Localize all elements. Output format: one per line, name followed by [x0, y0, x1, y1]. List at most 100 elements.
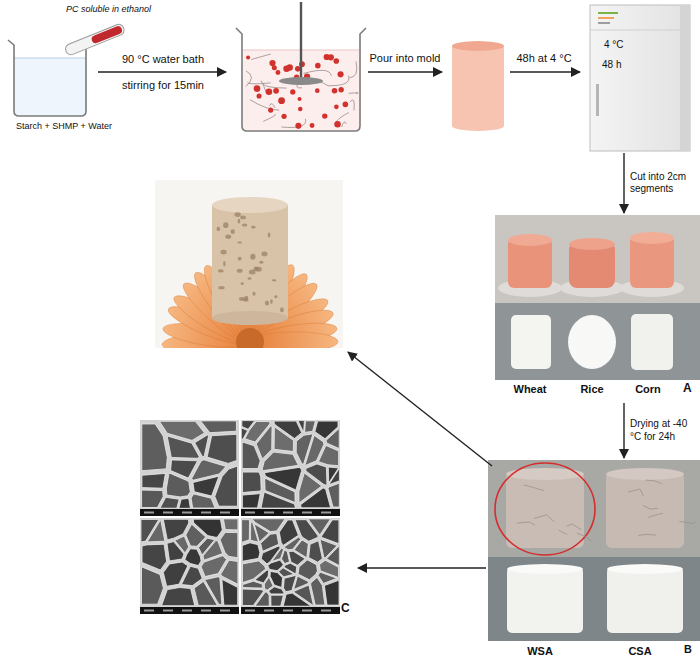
illustration-part: [452, 41, 504, 51]
starch-fiber: [263, 84, 287, 88]
illustration-part: [488, 460, 700, 557]
text-slot: WSA: [510, 645, 570, 658]
photo-panel-b: [488, 460, 700, 664]
pc-droplet: [343, 102, 349, 108]
illustration-part: [242, 543, 260, 562]
pc-droplet: [315, 63, 321, 69]
text-slot: Rice: [562, 383, 622, 396]
starch-fiber: [261, 81, 266, 93]
illustration-part: [218, 269, 224, 272]
illustration-part: [241, 509, 340, 516]
text-slot: B: [684, 643, 698, 656]
illustration-part: [231, 229, 235, 234]
pc-droplet: [290, 89, 295, 94]
illustration-part: [245, 512, 255, 514]
illustration-part: [279, 77, 323, 85]
text-slot: CSA: [610, 645, 670, 658]
illustration-part: [201, 421, 237, 433]
pc-droplet: [278, 97, 285, 104]
illustration-part: [185, 549, 201, 566]
illustration-part: [207, 434, 237, 463]
illustration-part: [452, 46, 504, 126]
text-slot: PC soluble in ethanol: [66, 4, 166, 15]
illustration-part: [193, 519, 222, 537]
illustration-part: [182, 610, 192, 612]
illustration-part: [534, 515, 554, 522]
node-text: PC soluble in ethanol: [66, 4, 166, 15]
illustration-part: [270, 299, 273, 304]
starch-fiber: [263, 114, 275, 121]
illustration-part: [234, 212, 240, 217]
illustration-part: [194, 581, 217, 605]
pc-droplet: [322, 113, 327, 118]
illustration-part: [255, 570, 269, 583]
process-arrow: [623, 153, 624, 213]
illustration-part: [301, 488, 331, 508]
illustration-part: [495, 303, 700, 380]
illustration-part: [680, 5, 690, 151]
aerogel-cracks: [517, 480, 696, 541]
refrigerator: [590, 5, 690, 151]
illustration-part: [181, 566, 202, 585]
illustration-part: [241, 282, 244, 285]
pc-droplet: [334, 105, 339, 110]
illustration-part: [140, 607, 239, 614]
illustration-part: [302, 610, 312, 612]
illustration-part: [142, 490, 164, 507]
illustration-part: [163, 512, 173, 514]
illustration-part: [577, 533, 591, 541]
pc-droplet: [332, 88, 338, 94]
illustration-part: [140, 420, 239, 516]
panel-letter: B: [684, 643, 698, 656]
illustration-part: [142, 424, 168, 471]
illustration-part: [250, 254, 255, 260]
text-slot: Wheat: [500, 383, 560, 396]
illustration-part: [212, 205, 288, 318]
illustration-part: [321, 512, 331, 514]
starch-fiber: [246, 71, 251, 86]
text-slot: 48 h: [602, 59, 652, 71]
node-text: CSA: [610, 645, 670, 658]
starch-fiber: [350, 61, 357, 77]
illustration-part: [559, 530, 568, 534]
illustration-part: [242, 494, 260, 508]
illustration-part: [302, 512, 312, 514]
illustration-part: [242, 223, 248, 226]
illustration-part: [162, 588, 195, 606]
starch-fiber: [247, 82, 270, 84]
illustration-part: [328, 467, 338, 483]
illustration-part: [264, 512, 274, 514]
illustration-part: [265, 300, 269, 305]
label-slot: Pour into mold: [364, 52, 446, 65]
illustration-part: [648, 513, 663, 517]
node-text: WSA: [510, 645, 570, 658]
photo-panel-a: [495, 215, 700, 401]
photo-panel: WheatRiceCornA: [495, 215, 700, 401]
illustration-part: [242, 442, 260, 468]
pc-droplet: [246, 55, 250, 59]
step-label: Cut into 2cm segments: [630, 171, 696, 196]
pc-droplet: [281, 114, 286, 119]
illustration-part: [182, 512, 192, 514]
illustration-part: [223, 519, 238, 530]
aerogel-photo: [212, 197, 288, 325]
illustration-part: [147, 520, 165, 542]
starch-fiber: [342, 122, 346, 127]
edge-label-slot: Drying at -40 °C for 24h: [630, 418, 696, 443]
illustration-part: [239, 297, 245, 301]
illustration-part: [598, 22, 610, 24]
illustration-part: [163, 519, 189, 540]
illustration-part: [495, 463, 595, 555]
result-arrow: [348, 352, 492, 466]
illustration-part: [298, 421, 304, 433]
refrigerator-node: 4 °C48 h: [590, 5, 690, 151]
text-slot: C: [341, 598, 354, 616]
illustration-part: [220, 512, 230, 514]
starch-fiber: [250, 100, 279, 110]
illustration-part: [261, 251, 267, 256]
pc-droplet: [269, 60, 275, 66]
illustration-part: [326, 428, 339, 448]
